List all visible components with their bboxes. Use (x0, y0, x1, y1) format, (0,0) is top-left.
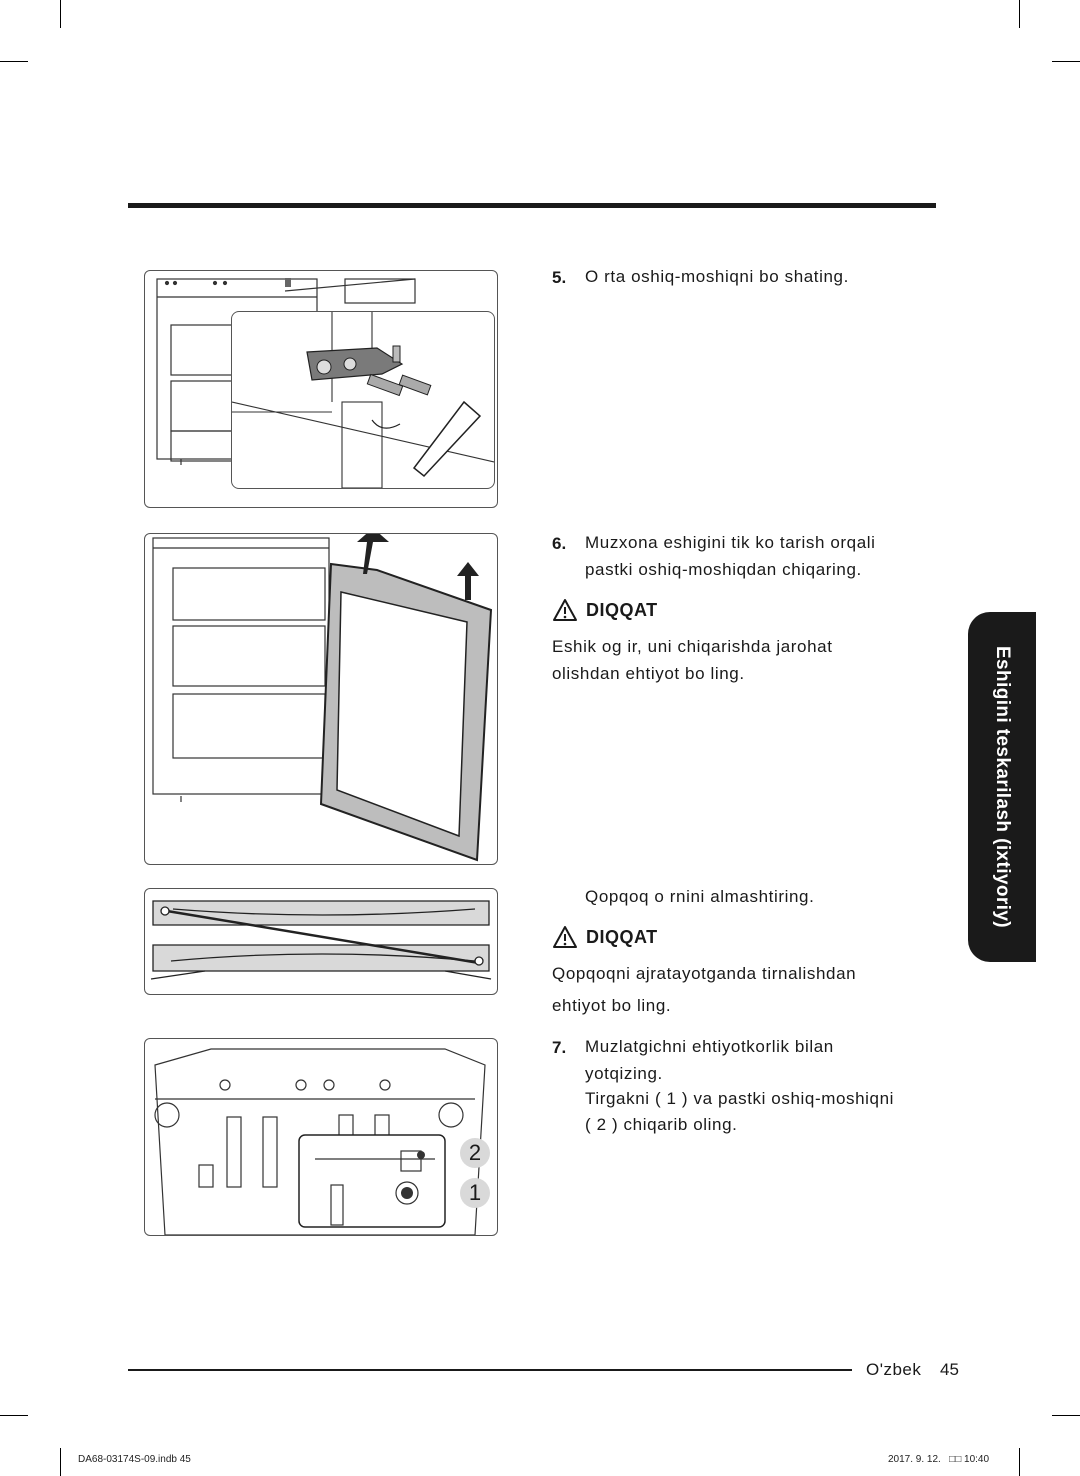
crop-mark (60, 1448, 61, 1476)
callout-1: 1 (460, 1178, 490, 1208)
step-7-line4: ( 2 ) chiqarib oling. (585, 1115, 738, 1134)
section-side-tab: Eshigini teskarilash (ixtiyoriy) (968, 612, 1036, 962)
caution-label-1: DIQQAT (586, 599, 658, 620)
figure-hinge-detail (231, 311, 495, 489)
caution-block-2: DIQQAT (552, 925, 658, 949)
cover-step-text: Qopqoq o rnini almashtiring. (585, 887, 815, 906)
crop-mark (1052, 61, 1080, 62)
crop-mark (0, 1415, 28, 1416)
step-6-line2: pastki oshiq-moshiqdan chiqaring. (585, 560, 862, 579)
crop-mark (1052, 1415, 1080, 1416)
warning-triangle-icon (553, 926, 577, 948)
crop-mark (1019, 0, 1020, 28)
callout-1-label: 1 (468, 1180, 482, 1205)
step-5-text: O rta oshiq-moshiqni bo shating. (585, 267, 849, 286)
print-date-info: 2017. 9. 12. □□ 10:40 (888, 1454, 990, 1465)
step-7-number: 7. (552, 1038, 567, 1057)
warning-triangle-icon (553, 599, 577, 621)
step-7-line2: yotqizing. (585, 1064, 663, 1083)
print-file-info: DA68-03174S-09.indb 45 (78, 1454, 191, 1465)
footer-language: O'zbek (866, 1360, 922, 1379)
footer-rule (128, 1369, 852, 1371)
figure-freezer-door (144, 533, 498, 865)
figure-lower-hinge (144, 1038, 498, 1236)
step-5-number: 5. (552, 268, 567, 287)
header-rule (128, 203, 936, 208)
caution-2-line2: ehtiyot bo ling. (552, 996, 672, 1015)
crop-mark (60, 0, 61, 28)
step-6-number: 6. (552, 534, 567, 553)
caution-1-line1: Eshik og ir, uni chiqarishda jarohat (552, 637, 833, 656)
section-side-tab-label: Eshigini teskarilash (ixtiyoriy) (992, 645, 1013, 929)
step-7-line1: Muzlatgichni ehtiyotkorlik bilan (585, 1037, 834, 1056)
page-number: 45 (940, 1360, 959, 1379)
figure-middle-hinge (144, 270, 498, 508)
callout-2-label: 2 (468, 1140, 482, 1165)
step-6-line1: Muzxona eshigini tik ko tarish orqali (585, 533, 876, 552)
crop-mark (1019, 1448, 1020, 1476)
caution-label-2: DIQQAT (586, 926, 658, 947)
figure-cover (144, 888, 498, 995)
callout-2: 2 (460, 1138, 490, 1168)
crop-mark (0, 61, 28, 62)
step-7-line3: Tirgakni ( 1 ) va pastki oshiq-moshiqni (585, 1089, 895, 1108)
caution-2-line1: Qopqoqni ajratayotganda tirnalishdan (552, 964, 857, 983)
caution-1-line2: olishdan ehtiyot bo ling. (552, 664, 745, 683)
caution-block-1: DIQQAT (552, 598, 658, 622)
